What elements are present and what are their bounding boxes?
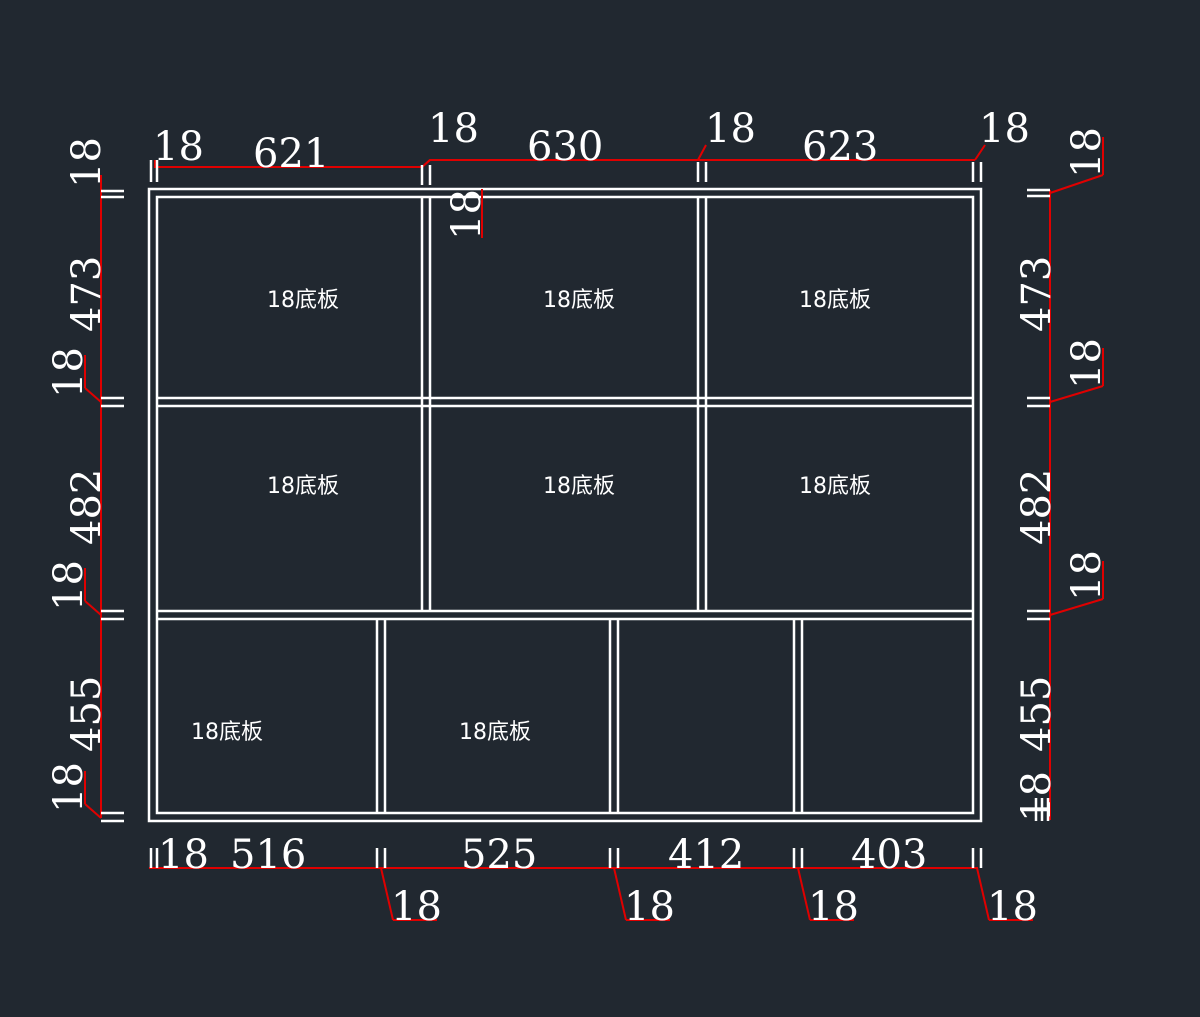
top-dimension-chain: 18 621 18 630 18 623 18 18 bbox=[149, 106, 1030, 240]
top-width-2-label: 630 bbox=[527, 124, 603, 170]
bottom-leader-2 bbox=[613, 867, 627, 921]
inner-top-board-label: 18 bbox=[444, 189, 490, 240]
bottom-leader-4 bbox=[976, 867, 990, 921]
bottom-width-3-label: 412 bbox=[668, 832, 744, 878]
cabinet-frame bbox=[147, 187, 983, 823]
left-height-2-label: 482 bbox=[64, 469, 110, 545]
panel-label-r2c3: 18底板 bbox=[799, 474, 871, 499]
right-divider-2-label: 18 bbox=[1064, 338, 1110, 389]
top-divider-2-label: 18 bbox=[705, 106, 756, 152]
top-divider-1-label: 18 bbox=[428, 106, 479, 152]
top-width-1-label: 621 bbox=[253, 131, 329, 177]
panel-label-r3c2: 18底板 bbox=[459, 720, 531, 745]
bottom-dimension-chain: 18 516 525 412 403 18 18 18 18 bbox=[149, 832, 1038, 930]
inner-frame bbox=[155, 195, 975, 815]
right-leader-2 bbox=[1049, 385, 1104, 403]
right-divider-1-label: 18 bbox=[1064, 127, 1110, 178]
left-divider-2-label: 18 bbox=[46, 560, 92, 611]
top-divider-3-label: 18 bbox=[979, 106, 1030, 152]
top-leader-3 bbox=[974, 144, 986, 161]
panel-label-r1c1: 18底板 bbox=[267, 288, 339, 313]
panel-label-r2c1: 18底板 bbox=[267, 474, 339, 499]
left-height-3-label: 455 bbox=[64, 676, 110, 752]
bottom-divider-4-label: 18 bbox=[987, 884, 1038, 930]
bottom-left-thickness-label: 18 bbox=[158, 832, 209, 878]
left-top-thickness-label: 18 bbox=[64, 137, 110, 188]
top-width-3-label: 623 bbox=[802, 124, 878, 170]
bottom-divider-2-label: 18 bbox=[624, 884, 675, 930]
right-height-3-label: 455 bbox=[1014, 676, 1060, 752]
left-height-1-label: 473 bbox=[64, 256, 110, 332]
top-leader-1 bbox=[421, 159, 431, 168]
right-dimension-chain: 18 473 18 482 18 455 18 bbox=[1014, 127, 1110, 822]
panel-label-r1c3: 18底板 bbox=[799, 288, 871, 313]
left-divider-3-label: 18 bbox=[46, 762, 92, 813]
bottom-divider-3-label: 18 bbox=[808, 884, 859, 930]
panel-label-r1c2: 18底板 bbox=[543, 288, 615, 313]
outer-frame bbox=[147, 187, 983, 823]
right-leader-1 bbox=[1049, 174, 1104, 194]
top-left-thickness-label: 18 bbox=[153, 124, 204, 170]
left-leader-1 bbox=[84, 387, 102, 403]
right-height-2-label: 482 bbox=[1014, 469, 1060, 545]
bottom-divider-1-label: 18 bbox=[391, 884, 442, 930]
panel-labels: 18底板 18底板 18底板 18底板 18底板 18底板 18底板 18底板 bbox=[191, 288, 871, 745]
left-leader-2 bbox=[84, 600, 102, 616]
bottom-leader-1 bbox=[380, 867, 394, 921]
right-divider-4-label: 18 bbox=[1014, 771, 1060, 822]
bottom-width-1-label: 516 bbox=[230, 832, 306, 878]
bottom-leader-3 bbox=[797, 867, 811, 921]
left-divider-1-label: 18 bbox=[46, 347, 92, 398]
top-leader-2 bbox=[697, 144, 707, 161]
left-dimension-chain: 18 473 18 482 18 455 18 bbox=[46, 137, 124, 823]
right-leader-3 bbox=[1049, 598, 1104, 616]
right-divider-3-label: 18 bbox=[1064, 550, 1110, 601]
panel-label-r2c2: 18底板 bbox=[543, 474, 615, 499]
panel-label-r3c1: 18底板 bbox=[191, 720, 263, 745]
left-leader-3 bbox=[84, 803, 102, 819]
bottom-width-2-label: 525 bbox=[461, 832, 537, 878]
right-height-1-label: 473 bbox=[1014, 256, 1060, 332]
bottom-width-4-label: 403 bbox=[851, 832, 927, 878]
